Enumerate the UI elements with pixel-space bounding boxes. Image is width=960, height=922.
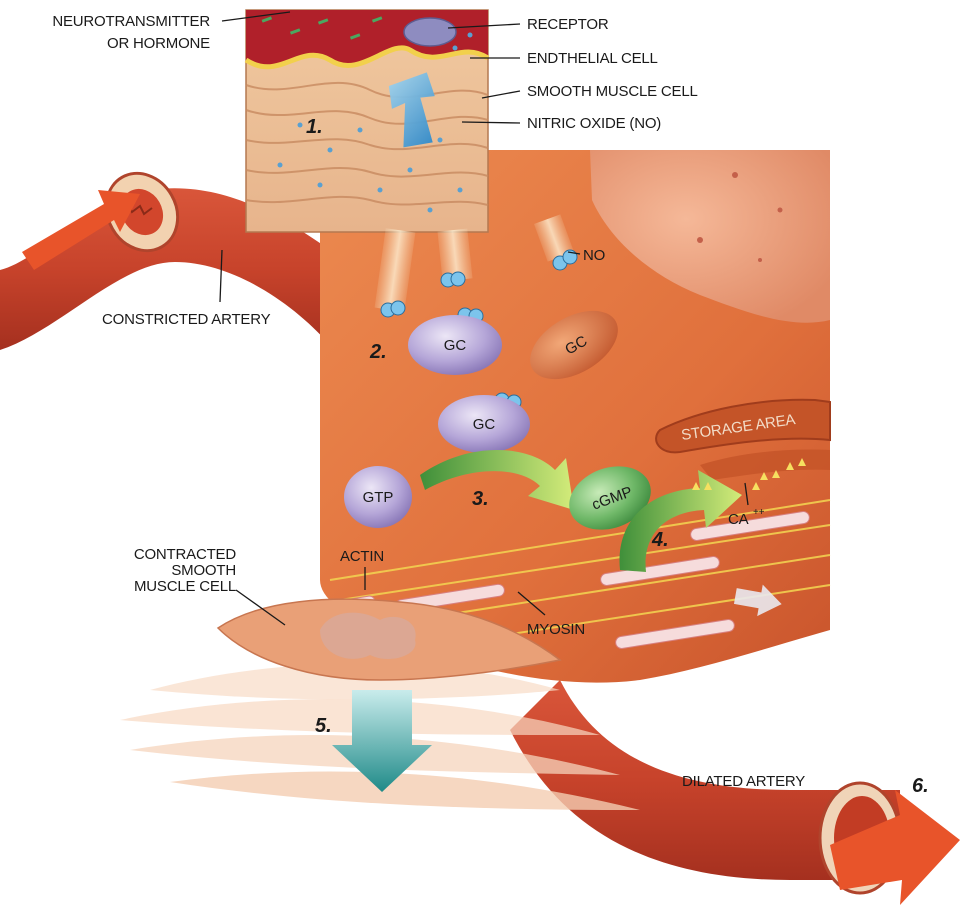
step-2: 2. xyxy=(369,341,387,363)
actin-label: ACTIN xyxy=(340,548,384,565)
smooth-muscle-cell-label: SMOOTH MUSCLE CELL xyxy=(527,83,698,100)
gtp-label: GTP xyxy=(363,489,394,506)
step-1: 1. xyxy=(306,116,323,138)
endothelial-cell-label: ENDTHELIAL CELL xyxy=(527,50,658,67)
receptor-label: RECEPTOR xyxy=(527,16,609,33)
gc-label-1: GC xyxy=(444,337,467,354)
step-3: 3. xyxy=(472,488,489,510)
contracted-cell-label-2: SMOOTH xyxy=(171,562,236,579)
no-label: NO xyxy=(583,247,605,264)
nitric-oxide-label: NITRIC OXIDE (NO) xyxy=(527,115,661,132)
gtp-molecule: GTP xyxy=(344,466,412,528)
calcium-label: CA xyxy=(728,511,749,528)
myosin-label: MYOSIN xyxy=(527,621,585,638)
step-5: 5. xyxy=(315,715,332,737)
dilated-artery-label: DILATED ARTERY xyxy=(682,773,805,790)
neurotransmitter-label: NEUROTRANSMITTER xyxy=(52,13,210,30)
contracted-cell-label-1: CONTRACTED xyxy=(134,546,237,563)
hormone-label: OR HORMONE xyxy=(107,35,210,52)
gc-enzyme-1: GC xyxy=(408,315,502,375)
calcium-charge-label: ++ xyxy=(753,507,765,518)
endothelium-inset xyxy=(246,10,488,232)
gc-enzyme-3: GC xyxy=(438,395,530,453)
gc-label-3: GC xyxy=(473,416,496,433)
step-4: 4. xyxy=(651,529,669,551)
constricted-artery-label: CONSTRICTED ARTERY xyxy=(102,311,271,328)
step-6: 6. xyxy=(912,775,929,797)
contracted-cell-label-3: MUSCLE CELL xyxy=(134,578,236,595)
